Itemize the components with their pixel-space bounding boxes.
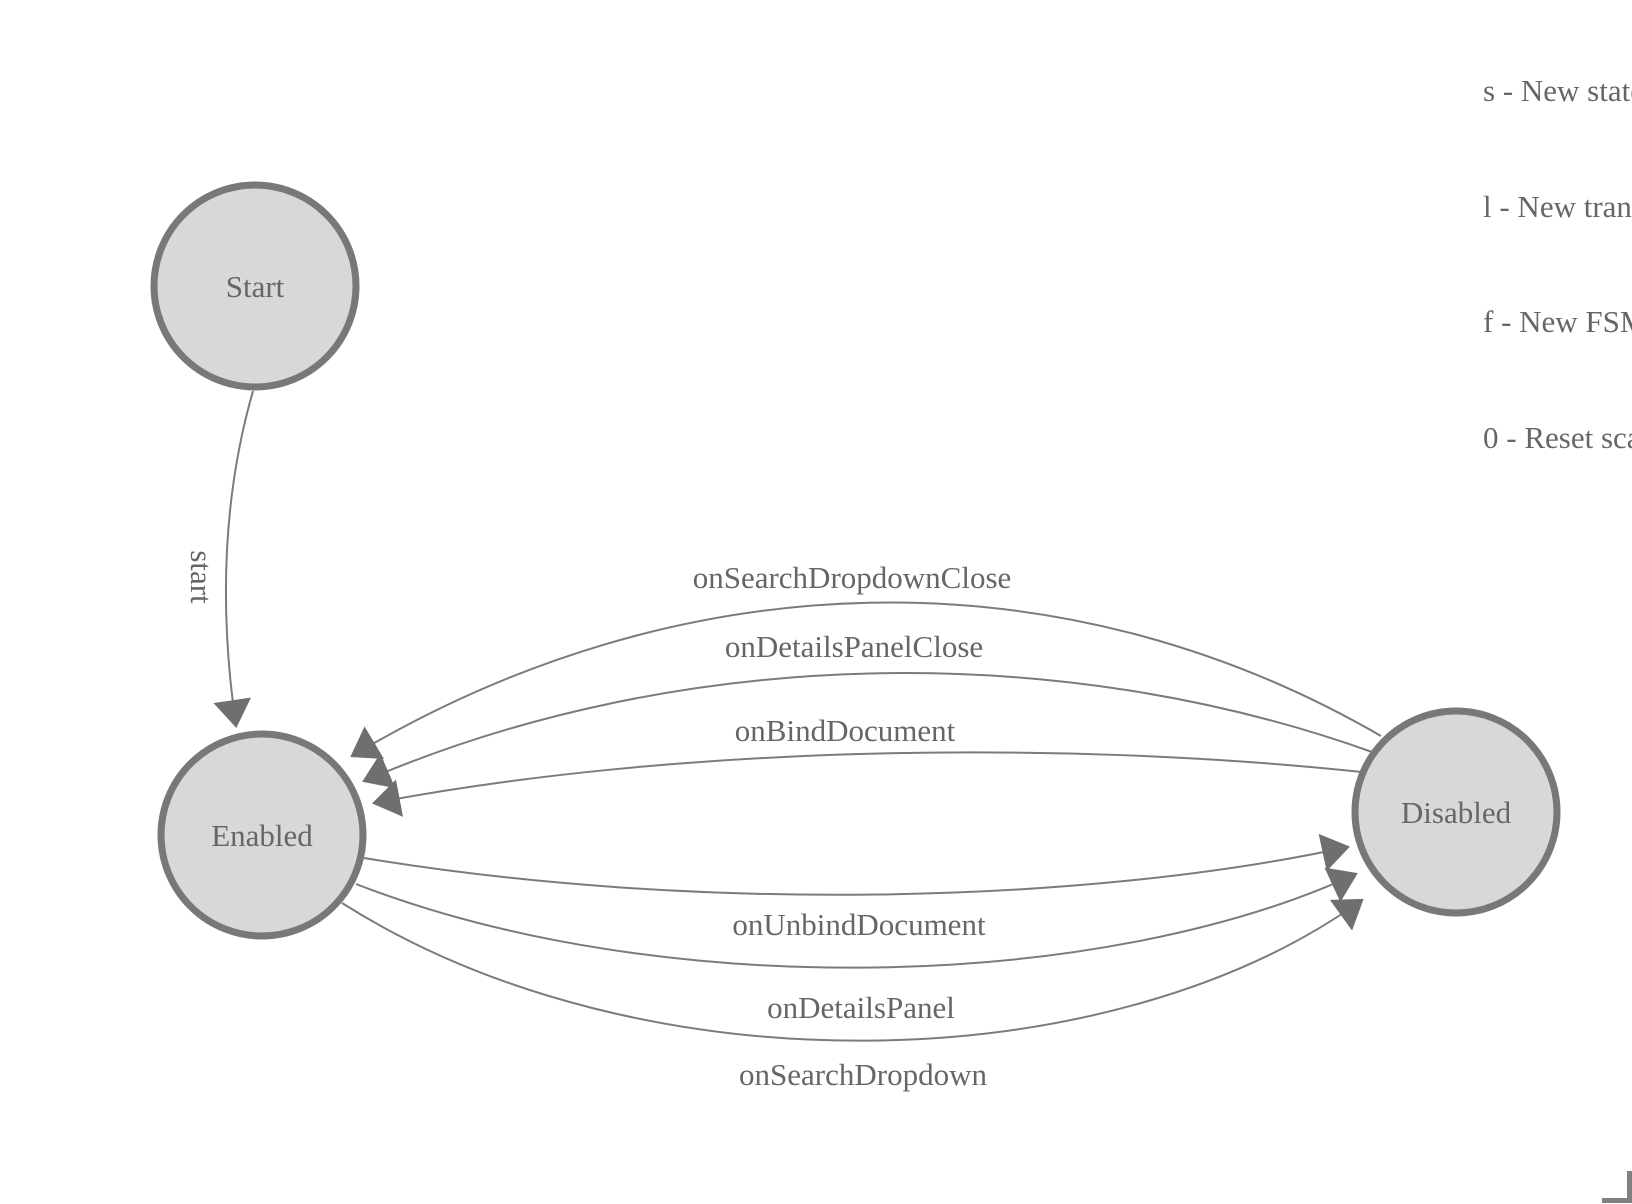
edge-line-onunbinddocument[interactable] xyxy=(363,833,1350,896)
state-node-disabled[interactable]: Disabled xyxy=(1351,707,1561,917)
state-label-disabled: Disabled xyxy=(1401,795,1512,830)
legend-line-new-transition: l - New transition xyxy=(1483,188,1632,224)
legend-line-new-fsm: f - New FSM xyxy=(1483,304,1632,339)
legend-line-new-state: s - New state xyxy=(1483,73,1632,108)
edge-label-onsearchdropdownclose: onSearchDropdownClose xyxy=(693,560,1012,595)
edge-line-onbinddocument[interactable] xyxy=(372,751,1363,817)
state-circle-disabled[interactable] xyxy=(1351,707,1561,917)
shortcut-legend: s - New state l - New transition f - New… xyxy=(1483,0,1632,496)
edge-label-onsearchdropdown: onSearchDropdown xyxy=(739,1057,987,1092)
edge-onsearchdropdown: onSearchDropdown xyxy=(341,898,1364,1092)
edge-ondetailspanel: onDetailsPanel xyxy=(355,867,1358,1025)
edge-onunbinddocument: onUnbindDocument xyxy=(363,833,1350,942)
state-circle-enabled[interactable] xyxy=(157,730,367,940)
edge-label-ondetailspanel: onDetailsPanel xyxy=(767,990,955,1025)
legend-line-reset-scale: 0 - Reset scale xyxy=(1483,419,1632,455)
edge-ondetailspanelclose: onDetailsPanelClose xyxy=(362,629,1373,789)
edge-line-start[interactable] xyxy=(213,390,254,728)
edge-onbinddocument: onBindDocument xyxy=(372,713,1363,817)
state-label-enabled: Enabled xyxy=(211,818,313,853)
edge-label-start: start xyxy=(184,550,219,604)
edge-onsearchdropdownclose: onSearchDropdownClose xyxy=(350,560,1382,759)
state-circle-start[interactable] xyxy=(150,181,360,391)
edge-start: start xyxy=(184,390,254,728)
edge-label-onunbinddocument: onUnbindDocument xyxy=(732,907,986,942)
edge-line-onsearchdropdown[interactable] xyxy=(341,898,1364,1042)
edge-line-ondetailspanel[interactable] xyxy=(355,867,1358,969)
state-node-start[interactable]: Start xyxy=(150,181,360,391)
edge-line-onsearchdropdownclose[interactable] xyxy=(350,601,1382,759)
edge-label-onbinddocument: onBindDocument xyxy=(735,713,956,748)
edge-label-ondetailspanelclose: onDetailsPanelClose xyxy=(725,629,983,664)
state-node-enabled[interactable]: Enabled xyxy=(157,730,367,940)
paper-corner xyxy=(1602,1171,1632,1203)
state-label-start: Start xyxy=(226,269,285,304)
edge-line-ondetailspanelclose[interactable] xyxy=(362,672,1373,789)
